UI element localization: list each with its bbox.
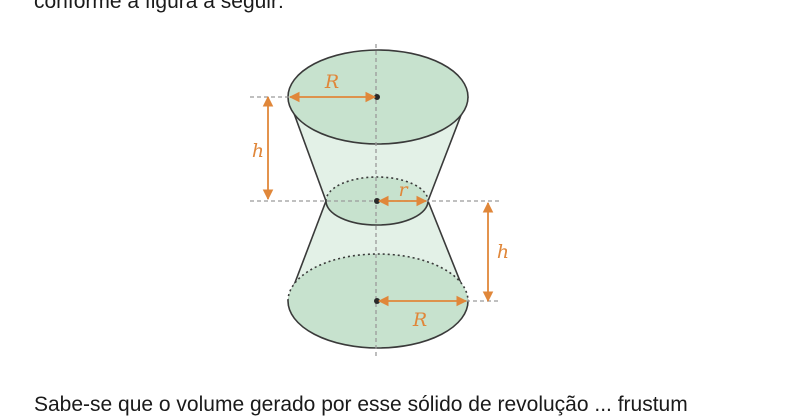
label-middle-radius: r <box>398 179 409 201</box>
label-bottom-height: h <box>497 241 509 263</box>
middle-ellipse-back-arc <box>325 176 429 202</box>
bottom-base-back-half <box>288 254 468 301</box>
label-top-height: h <box>252 140 264 162</box>
label-top-radius: R <box>324 71 339 93</box>
bottom-text-line: Sabe-se que o volume gerado por esse sól… <box>34 393 688 416</box>
bottom-base-front-arc <box>287 300 469 349</box>
bottom-base-back-arc <box>287 253 469 302</box>
top-text-line: conforme a figura a seguir: <box>34 0 284 13</box>
double-frustum-figure: R r R h h <box>250 44 509 357</box>
middle-ellipse-front-arc <box>325 200 429 226</box>
bottom-base-front-half <box>288 301 468 348</box>
label-bottom-radius: R <box>412 309 427 331</box>
